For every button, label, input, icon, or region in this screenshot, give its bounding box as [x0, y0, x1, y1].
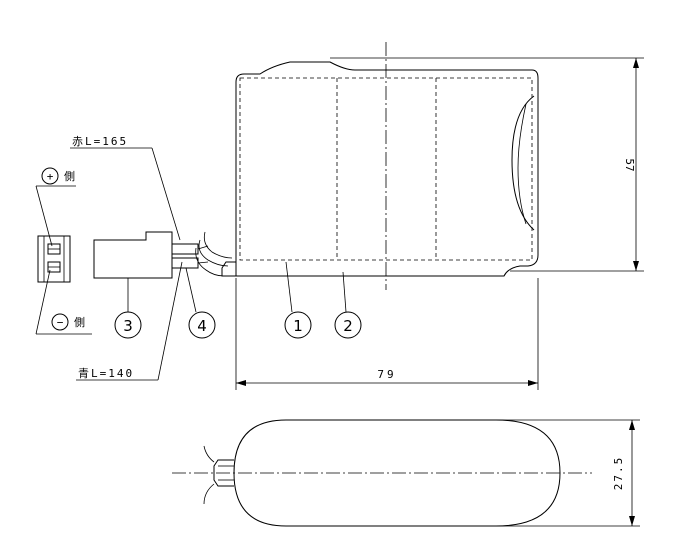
connector-housing — [93, 231, 209, 279]
plus-sign: + — [47, 170, 54, 183]
callout-2-number: 2 — [343, 317, 353, 335]
height-value: 57 — [623, 158, 636, 171]
callout-4-number: 4 — [197, 317, 207, 335]
minus-side-marker: − 側 — [35, 269, 92, 335]
blue-lead-callout: 青L=140 — [76, 261, 183, 381]
thickness-value: 27.5 — [612, 456, 625, 491]
plus-side-marker: + 側 — [35, 167, 76, 247]
red-lead-label: 赤L=165 — [72, 135, 128, 148]
connector-end-view — [37, 235, 71, 283]
plus-side-label: 側 — [64, 170, 75, 183]
minus-side-label: 側 — [74, 316, 85, 329]
minus-sign: − — [57, 316, 64, 329]
width-dimension: 79 — [235, 278, 539, 390]
callout-3: 3 — [114, 278, 142, 339]
callout-3-number: 3 — [123, 317, 133, 335]
battery-pack-front-view — [195, 61, 539, 277]
thickness-dimension: 27.5 — [496, 419, 640, 527]
callout-1-number: 1 — [293, 317, 303, 335]
red-lead-callout: 赤L=165 — [70, 135, 181, 241]
blue-lead-label: 青L=140 — [78, 367, 134, 380]
width-value: 79 — [377, 368, 396, 381]
callout-1: 1 — [284, 261, 312, 339]
height-dimension: 57 — [330, 57, 644, 272]
callout-4: 4 — [185, 267, 216, 339]
callout-2: 2 — [334, 271, 362, 339]
